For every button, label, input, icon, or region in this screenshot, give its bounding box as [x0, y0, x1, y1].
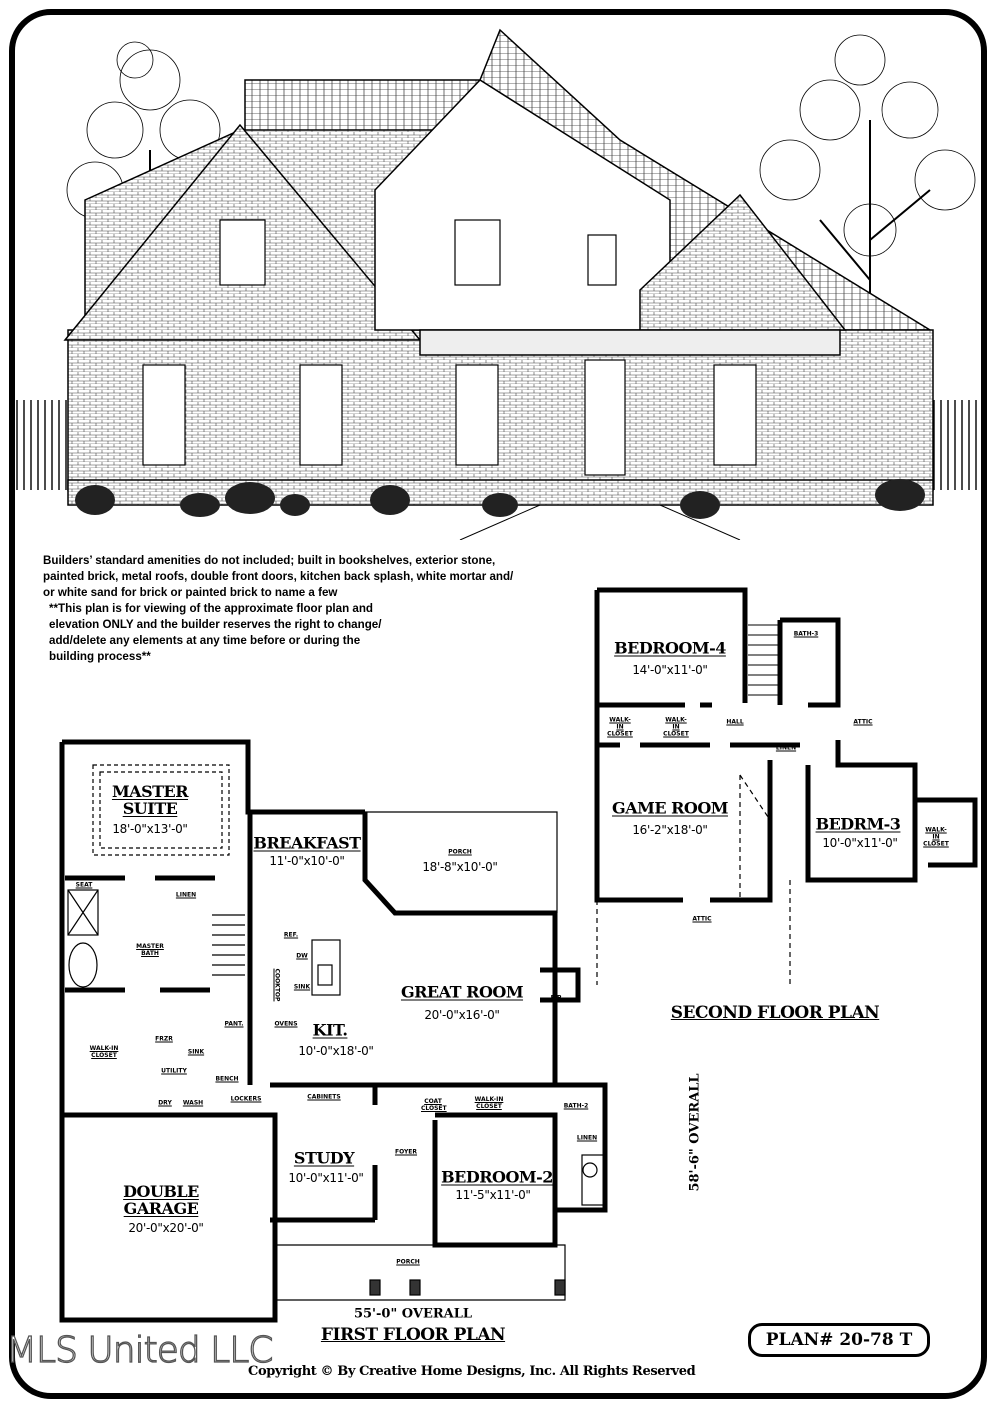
- second-floor-title: SECOND FLOOR PLAN: [670, 1003, 880, 1023]
- label-foyer: FOYER: [394, 1148, 418, 1156]
- label-wash: WASH: [182, 1099, 204, 1107]
- label-porch: PORCH: [448, 848, 472, 856]
- label-walkin-closet: WALK-IN CLOSET: [923, 826, 949, 848]
- room-name-great-room: GREAT ROOM: [400, 982, 524, 1002]
- builder-notes: Builders’ standard amenities do not incl…: [43, 553, 603, 665]
- shrubs: [75, 479, 925, 519]
- note-line: Builders’ standard amenities do not incl…: [43, 554, 496, 567]
- label-attic: ATTIC: [853, 718, 873, 726]
- room-dims-bedroom-4: 14'-0"x11'-0": [632, 663, 708, 677]
- label-walkin-closet: WALK-IN CLOSET: [89, 1045, 119, 1059]
- watermark: MLS United LLC: [5, 1329, 274, 1371]
- first-floor-details: [67, 764, 605, 1301]
- label-frzr: FRZR: [155, 1035, 173, 1043]
- label-cooktop: COOKTOP: [273, 968, 281, 1002]
- label-dishwasher: DW: [296, 952, 308, 960]
- label-seat: SEAT: [75, 881, 93, 889]
- room-dims-game-room: 16'-2"x18'-0": [632, 823, 708, 837]
- label-master-bath: MASTER BATH: [136, 943, 164, 957]
- label-linen: LINEN: [576, 1134, 598, 1142]
- note-line: elevation ONLY and the builder reserves …: [49, 618, 382, 631]
- label-front-porch: PORCH: [396, 1258, 420, 1266]
- label-coat-closet: COAT CLOSET: [421, 1098, 447, 1112]
- label-linen: LINEN: [775, 744, 797, 752]
- room-dims-double-garage: 20'-0"x20'-0": [128, 1221, 204, 1235]
- label-utility: UTILITY: [161, 1067, 187, 1075]
- label-hall: HALL: [726, 718, 744, 726]
- width-overall-dimension: 55'-0" OVERALL: [353, 1306, 473, 1322]
- walkway: [459, 504, 741, 540]
- room-dims-breakfast: 11'-0"x10'-0": [269, 854, 345, 868]
- windows: [142, 219, 757, 476]
- note-line: or white sand for brick or painted brick…: [43, 586, 338, 599]
- label-walkin-closet: WALK-IN CLOSET: [663, 716, 689, 738]
- label-pantry: PANT.: [224, 1020, 244, 1028]
- depth-overall-dimension: 58'-6" OVERALL: [687, 1073, 703, 1192]
- label-dry: DRY: [158, 1099, 172, 1107]
- note-line: building process**: [49, 650, 151, 663]
- room-dims-bedrm-3: 10'-0"x11'-0": [822, 836, 898, 850]
- room-name-game-room: GAME ROOM: [612, 798, 728, 818]
- room-name-double-garage: DOUBLE GARAGE: [123, 1182, 199, 1218]
- label-sink: SINK: [293, 983, 311, 991]
- room-name-master-suite: MASTER SUITE: [111, 782, 189, 818]
- room-name-bedrm-3: BEDRM-3: [815, 814, 901, 834]
- fence-right: [930, 400, 980, 490]
- label-attic: ATTIC: [692, 915, 712, 923]
- room-dims-bedroom-2: 11'-5"x11'-0": [455, 1188, 531, 1202]
- label-bath-2: BATH-2: [563, 1102, 589, 1110]
- label-lockers: LOCKERS: [230, 1095, 262, 1103]
- room-dims-master-suite: 18'-0"x13'-0": [112, 822, 188, 836]
- label-bath-3: BATH-3: [793, 630, 819, 638]
- stairs-second: [748, 624, 778, 696]
- label-sink: SINK: [187, 1048, 205, 1056]
- room-dims-study: 10'-0"x11'-0": [288, 1171, 364, 1185]
- label-fireplace: F/P: [550, 994, 562, 1002]
- label-walkin-closet: WALK-IN CLOSET: [607, 716, 633, 738]
- plan-number-badge: PLAN# 20-78 T: [748, 1323, 930, 1357]
- first-floor-title: FIRST FLOOR PLAN: [320, 1325, 506, 1345]
- label-bench: BENCH: [215, 1075, 239, 1083]
- note-line: **This plan is for viewing of the approx…: [49, 602, 374, 615]
- label-ovens: OVENS: [274, 1020, 298, 1028]
- room-dims-porch: 18'-8"x10'-0": [422, 860, 498, 874]
- copyright-notice: Copyright © By Creative Home Designs, In…: [248, 1364, 696, 1379]
- note-line: painted brick, metal roofs, double front…: [43, 570, 514, 583]
- house: [63, 28, 934, 506]
- fence-left: [15, 400, 70, 490]
- front-elevation-drawing: [15, 28, 980, 540]
- first-floor-walls: [59, 739, 608, 1323]
- room-dims-kitchen: 10'-0"x18'-0": [298, 1044, 374, 1058]
- sheet-border: [9, 9, 987, 1399]
- label-walkin-closet: WALK-IN CLOSET: [474, 1096, 504, 1110]
- room-name-bedroom-4: BEDROOM-4: [614, 638, 726, 658]
- room-dims-great-room: 20'-0"x16'-0": [424, 1008, 500, 1022]
- label-ref: REF.: [283, 931, 299, 939]
- note-line: add/delete any elements at any time befo…: [49, 634, 361, 647]
- label-linen: LINEN: [175, 891, 197, 899]
- room-name-kitchen: KIT.: [312, 1020, 348, 1040]
- room-name-breakfast: BREAKFAST: [253, 833, 361, 853]
- room-name-bedroom-2: BEDROOM-2: [441, 1167, 553, 1187]
- room-name-study: STUDY: [293, 1148, 355, 1168]
- label-cabinets: CABINETS: [307, 1093, 341, 1101]
